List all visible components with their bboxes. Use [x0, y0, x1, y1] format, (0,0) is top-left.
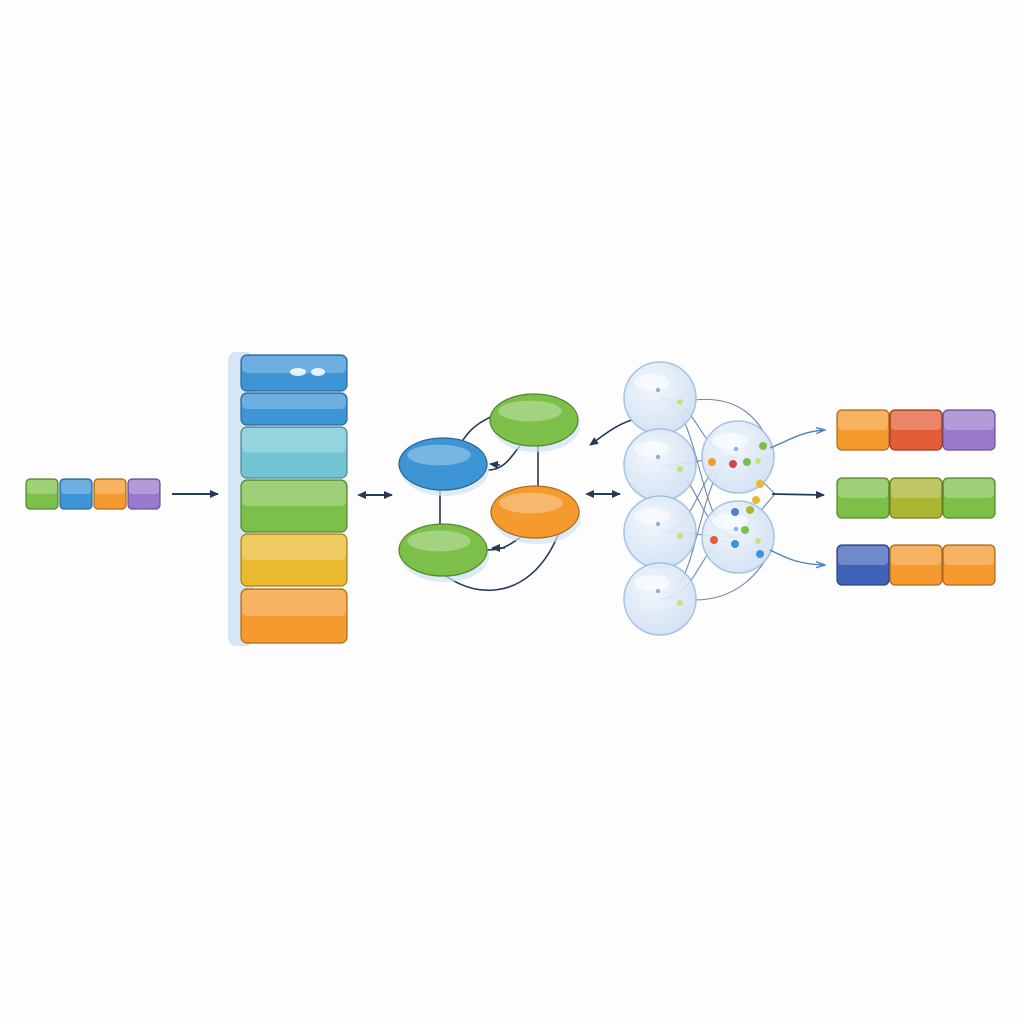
- neuron-layer-1: [623, 562, 697, 636]
- output-block: [836, 477, 890, 519]
- embedding-layer: [240, 533, 348, 587]
- activation-dot: [756, 480, 764, 488]
- activation-dot: [708, 458, 716, 466]
- output-block: [889, 544, 943, 586]
- output-row-2: [836, 477, 996, 519]
- embedding-stack: [240, 354, 348, 644]
- graph-node-left: [398, 437, 489, 496]
- output-block: [836, 409, 890, 451]
- stack-highlight: [290, 368, 325, 376]
- activation-dot: [746, 506, 754, 514]
- neuron-layer-1: [623, 495, 697, 569]
- neuron-layer-1: [623, 428, 697, 502]
- activation-dot: [756, 550, 764, 558]
- input-token-block: [59, 478, 93, 510]
- neuron-layer-1: [623, 361, 697, 435]
- output-row-1: [836, 409, 996, 451]
- input-token-block: [127, 478, 161, 510]
- output-block: [889, 477, 943, 519]
- input-token-block: [25, 478, 59, 510]
- activation-dot: [741, 526, 749, 534]
- graph-node-right: [490, 485, 581, 544]
- neuron-layer-2: [701, 500, 775, 574]
- activation-dot: [731, 508, 739, 516]
- activation-dot: [759, 442, 767, 450]
- activation-dot: [752, 496, 760, 504]
- activation-dot: [710, 536, 718, 544]
- activation-dot: [731, 540, 739, 548]
- embedding-layer: [240, 392, 348, 426]
- activation-dot: [743, 458, 751, 466]
- graph-node-top: [489, 393, 580, 452]
- output-block: [942, 477, 996, 519]
- output-block: [889, 409, 943, 451]
- activation-dot: [729, 460, 737, 468]
- output-blocks: [836, 409, 996, 586]
- graph-node-bottom: [398, 523, 489, 582]
- input-token-block: [93, 478, 127, 510]
- network-neurons: [623, 361, 775, 636]
- output-arrows: [769, 430, 824, 565]
- embedding-layer: [240, 426, 348, 479]
- network-feedback-arrow: [589, 419, 633, 446]
- embedding-layer: [240, 479, 348, 533]
- output-row-3: [836, 544, 996, 586]
- output-block: [942, 409, 996, 451]
- graph-nodes: [398, 393, 581, 582]
- output-block: [836, 544, 890, 586]
- neuron-layer-2: [701, 420, 775, 494]
- network-activations: [708, 442, 767, 558]
- embedding-layer: [240, 588, 348, 644]
- output-block: [942, 544, 996, 586]
- input-sequence: [25, 478, 161, 510]
